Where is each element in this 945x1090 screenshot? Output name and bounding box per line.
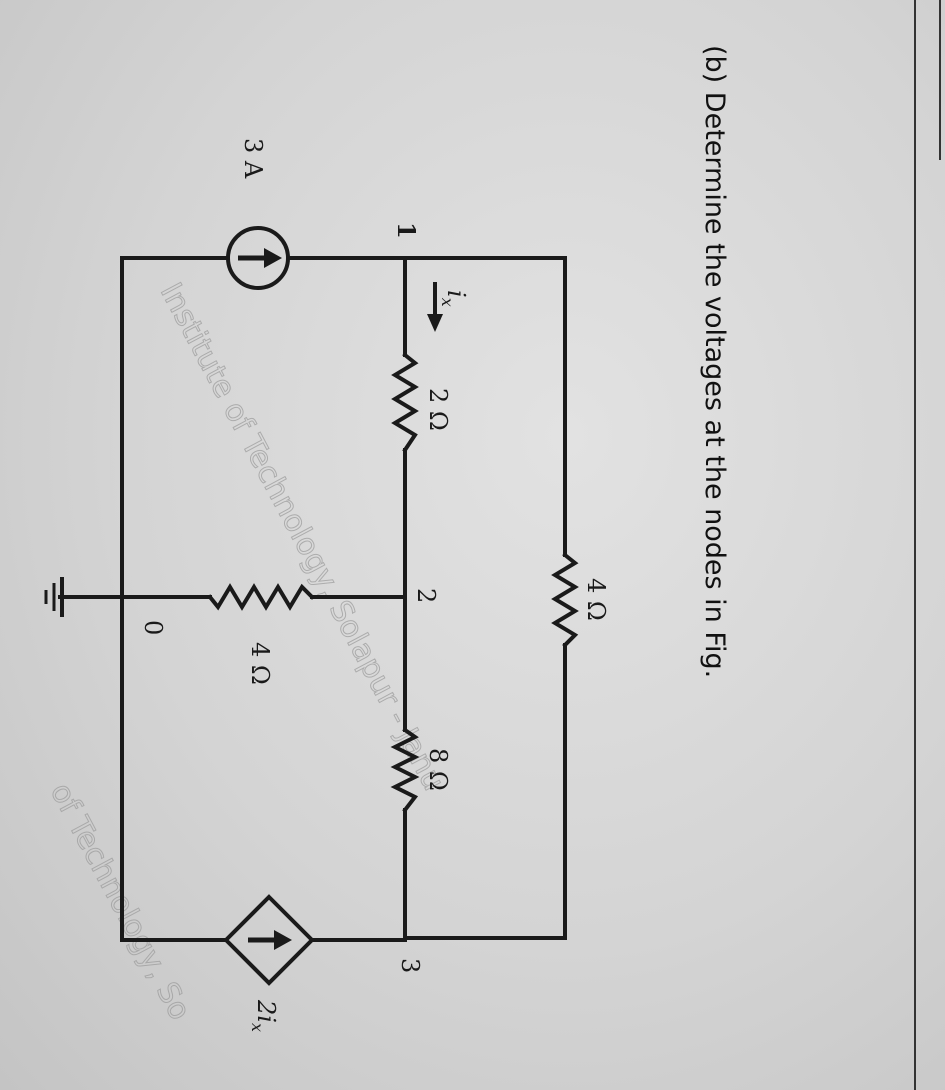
- current-source-3a: [226, 226, 290, 290]
- node-label-3: 3: [396, 958, 424, 973]
- ground-icon: [44, 577, 64, 617]
- resistor-8ohm: [390, 727, 420, 813]
- dependent-current-source: [223, 894, 315, 986]
- label-r-8ohm: 8 Ω: [424, 748, 452, 791]
- label-ix: ix: [438, 290, 470, 307]
- current-arrow-ix: [427, 282, 443, 332]
- node-label-1: 1: [392, 222, 421, 239]
- label-r-bottom: 4 Ω: [246, 642, 274, 685]
- label-r-2ohm: 2 Ω: [424, 388, 452, 431]
- label-3a: 3 A: [239, 138, 267, 179]
- node-label-0: 0: [139, 620, 167, 635]
- resistor-4ohm-bottom: [207, 583, 315, 611]
- wire-top: [403, 256, 567, 940]
- resistor-4ohm-top: [551, 552, 579, 648]
- label-r-top: 4 Ω: [582, 578, 610, 621]
- node-label-2: 2: [412, 588, 440, 603]
- resistor-2ohm: [391, 352, 419, 453]
- label-2ix: 2ix: [248, 999, 280, 1032]
- question-title: (b) Determine the voltages at the nodes …: [699, 45, 730, 678]
